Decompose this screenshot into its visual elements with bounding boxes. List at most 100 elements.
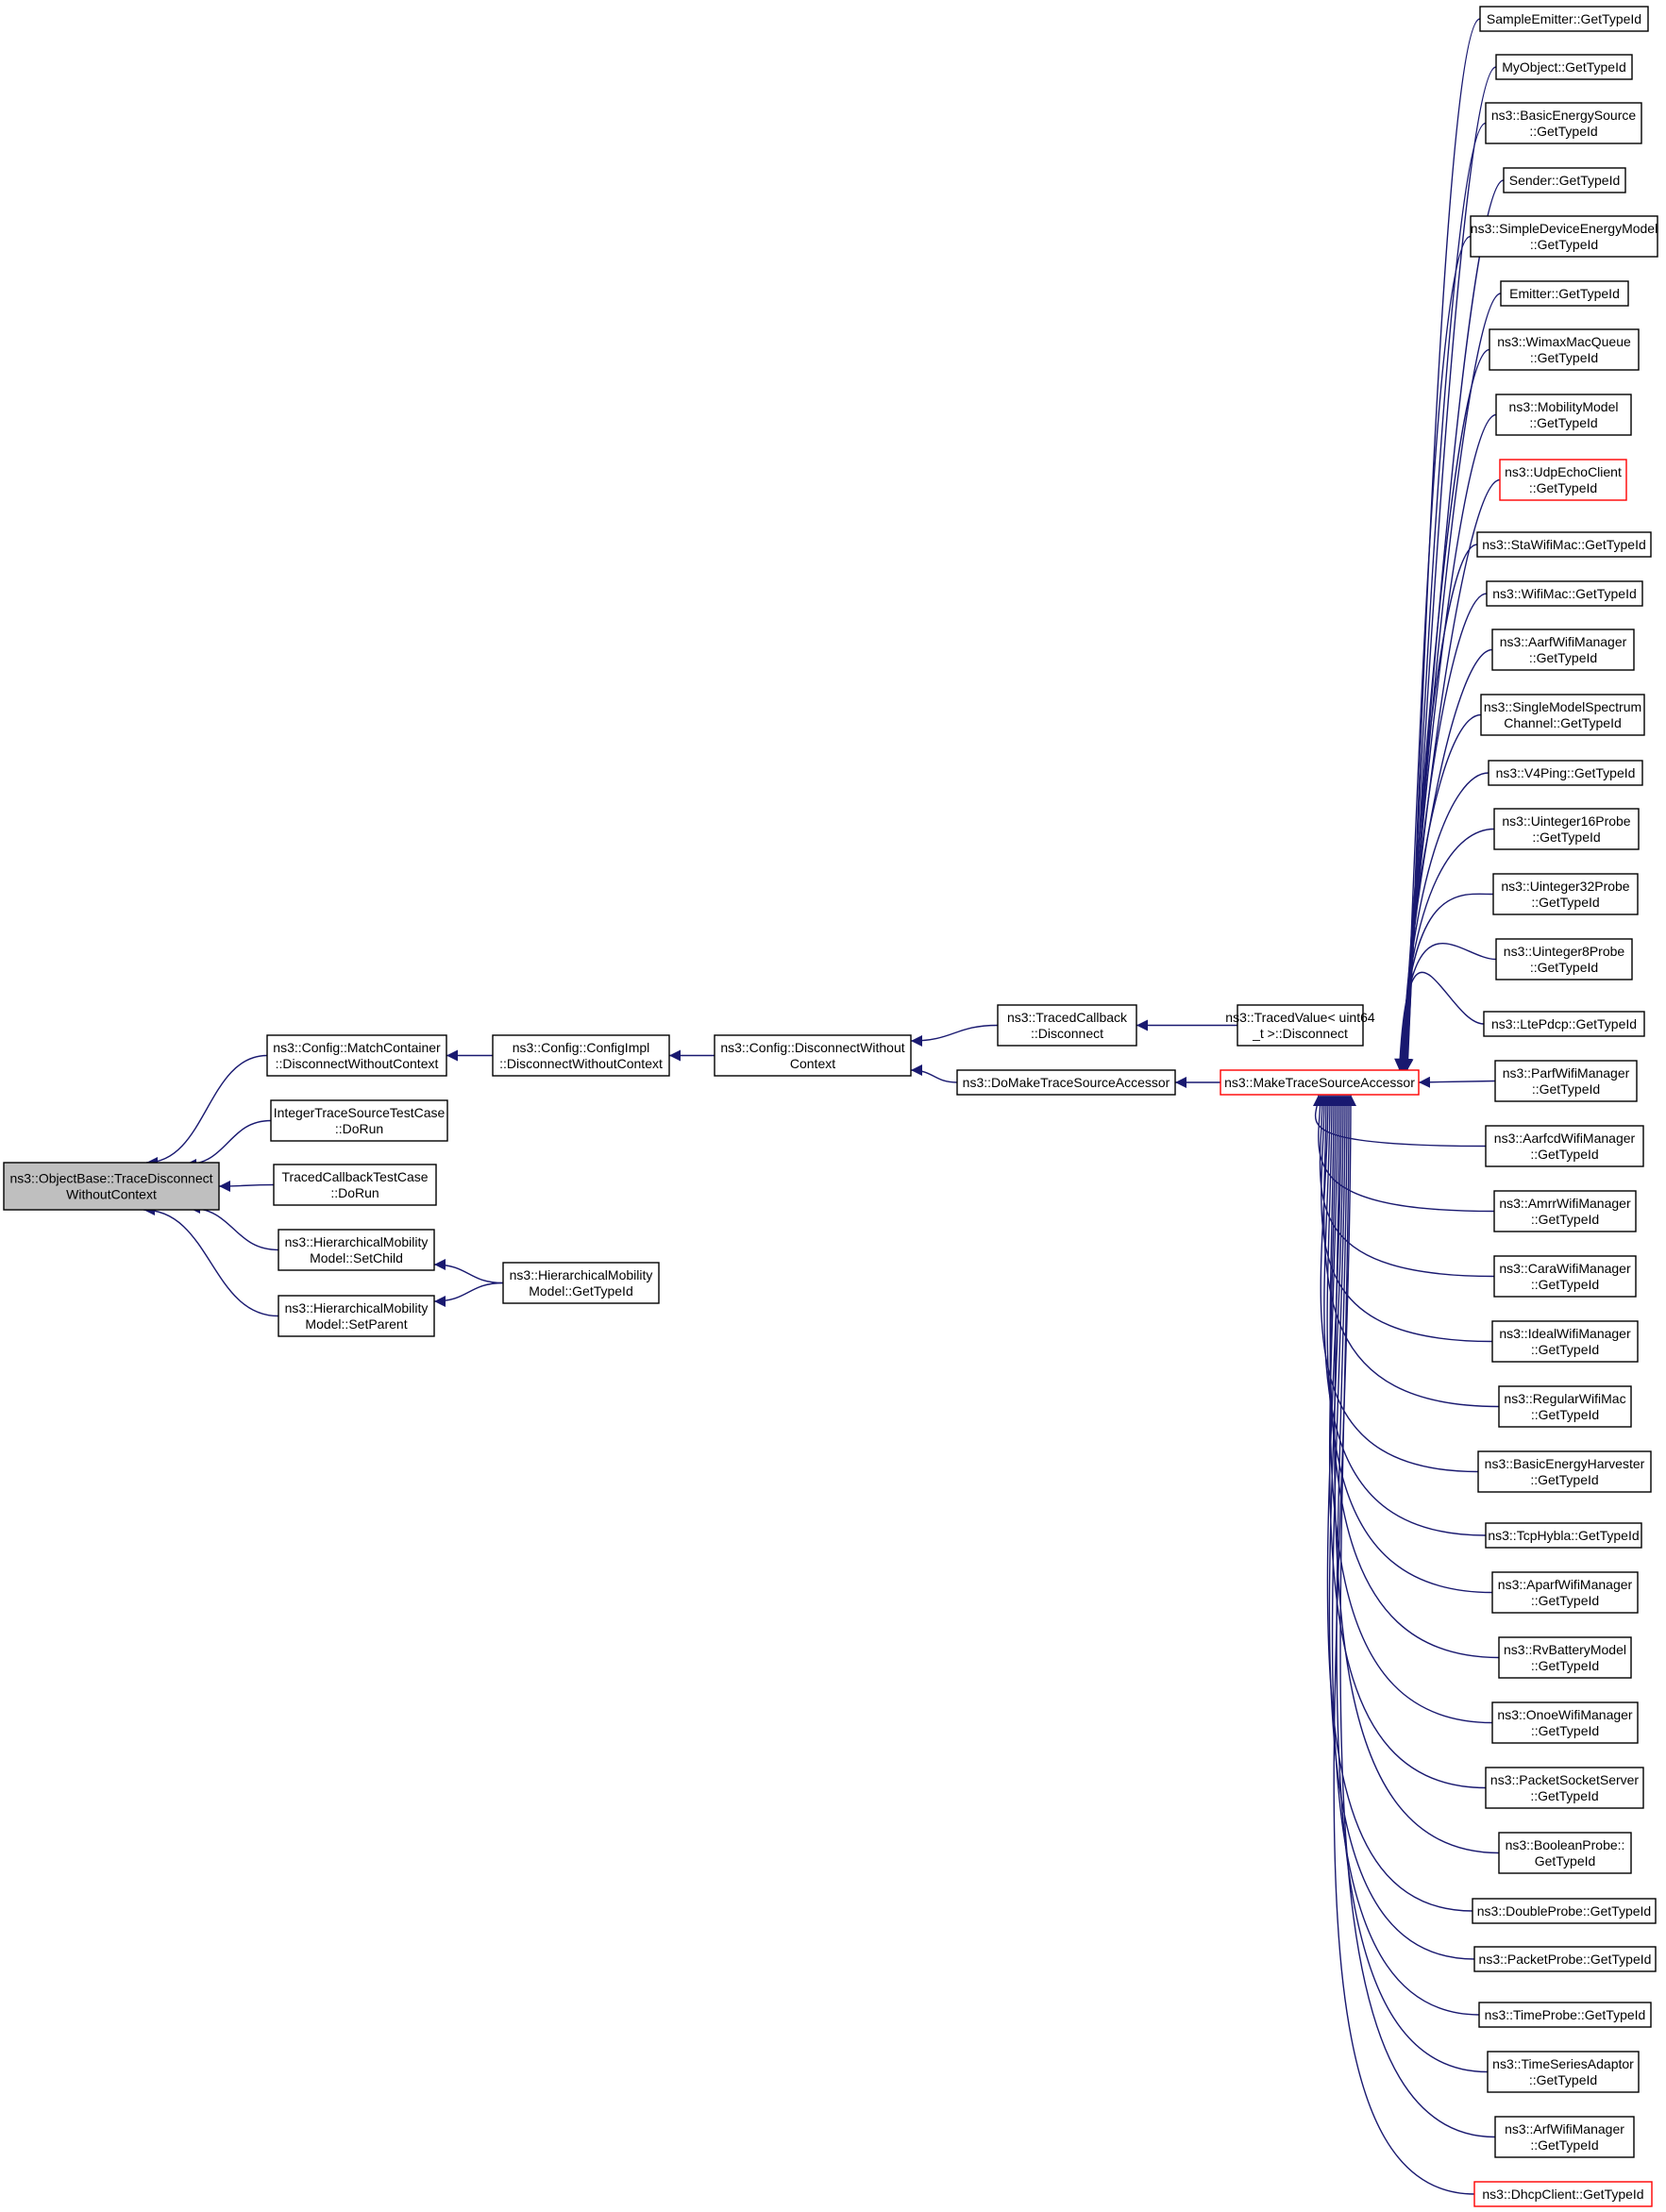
node-caller-27[interactable]: ns3::RvBatteryModel::GetTypeId [1498,1636,1632,1679]
node-label: ns3::TracedValue< uint64 [1225,1010,1375,1025]
node-box [502,1262,660,1304]
edge-caller-9 [1398,544,1478,1071]
node-tracedcallback[interactable]: ns3::TracedCallback::Disconnect [997,1004,1137,1047]
node-label: Model::SetParent [305,1316,407,1332]
node-configdisconnect[interactable]: ns3::Config::DisconnectWithoutContext [714,1034,912,1077]
node-caller-12[interactable]: ns3::SingleModelSpectrumChannel::GetType… [1480,694,1645,736]
node-label: ::DisconnectWithoutContext [276,1056,439,1071]
edge-caller-5 [1400,293,1502,1071]
node-label: ns3::HierarchicalMobility [510,1267,653,1282]
node-label: ::GetTypeId [1532,830,1600,845]
node-caller-24[interactable]: ns3::BasicEnergyHarvester::GetTypeId [1477,1450,1652,1493]
node-caller-23[interactable]: ns3::RegularWifiMac::GetTypeId [1498,1385,1632,1428]
node-caller-14[interactable]: ns3::Uinteger16Probe::GetTypeId [1493,808,1640,850]
node-label: ::GetTypeId [1530,2137,1598,2153]
node-caller-30[interactable]: ns3::BooleanProbe::GetTypeId [1498,1832,1632,1874]
node-box [1495,54,1633,80]
node-caller-36[interactable]: ns3::DhcpClient::GetTypeId [1473,2181,1653,2207]
node-label: ::GetTypeId [1530,1472,1598,1487]
node-box [1495,938,1633,980]
node-root[interactable]: ns3::ObjectBase::TraceDisconnectWithoutC… [3,1162,220,1211]
node-label: ns3::Uinteger32Probe [1501,879,1629,894]
node-box [278,1295,435,1337]
node-box [1485,1767,1644,1809]
node-configimpl[interactable]: ns3::Config::ConfigImpl::DisconnectWitho… [492,1034,670,1077]
node-box [1470,215,1658,258]
node-box [1473,1946,1657,1972]
node-box [1478,2002,1652,2028]
node-box [1479,6,1649,32]
node-label: ns3::AarfWifiManager [1500,634,1627,649]
node-caller-19[interactable]: ns3::AarfcdWifiManager::GetTypeId [1485,1125,1644,1167]
node-caller-10[interactable]: ns3::WifiMac::GetTypeId [1486,580,1643,607]
node-caller-31[interactable]: ns3::DoubleProbe::GetTypeId [1472,1898,1657,1924]
node-caller-0[interactable]: SampleEmitter::GetTypeId [1479,6,1649,32]
node-label: MyObject::GetTypeId [1502,59,1626,75]
node-caller-1[interactable]: MyObject::GetTypeId [1495,54,1633,80]
edge-caller-31 [1326,1094,1473,1912]
node-caller-34[interactable]: ns3::TimeSeriesAdaptor::GetTypeId [1487,2051,1640,2093]
node-tracedvalue[interactable]: ns3::TracedValue< uint64_t >::Disconnect [1225,1004,1375,1047]
node-caller-22[interactable]: ns3::IdealWifiManager::GetTypeId [1491,1320,1639,1363]
node-box [1489,328,1640,371]
node-caller-5[interactable]: Emitter::GetTypeId [1500,280,1629,307]
node-caller-3[interactable]: Sender::GetTypeId [1503,167,1626,193]
node-caller-15[interactable]: ns3::Uinteger32Probe::GetTypeId [1492,873,1639,915]
node-box [1480,694,1645,736]
node-caller-8[interactable]: ns3::UdpEchoClient::GetTypeId [1499,459,1627,501]
node-label: ns3::Uinteger16Probe [1502,813,1630,829]
node-label: ns3::TcpHybla::GetTypeId [1488,1528,1639,1543]
node-domake[interactable]: ns3::DoMakeTraceSourceAccessor [956,1069,1176,1096]
node-caller-4[interactable]: ns3::SimpleDeviceEnergyModel::GetTypeId [1470,215,1658,258]
node-tracedcbtest[interactable]: TracedCallbackTestCase::DoRun [273,1164,437,1206]
node-box [1491,628,1635,671]
node-caller-29[interactable]: ns3::PacketSocketServer::GetTypeId [1485,1767,1644,1809]
node-caller-13[interactable]: ns3::V4Ping::GetTypeId [1488,760,1643,786]
node-caller-18[interactable]: ns3::ParfWifiManager::GetTypeId [1494,1060,1638,1102]
node-box [1503,167,1626,193]
node-box [1493,1190,1637,1232]
edge-caller-36 [1333,1094,1475,2195]
node-caller-33[interactable]: ns3::TimeProbe::GetTypeId [1478,2002,1652,2028]
node-caller-7[interactable]: ns3::MobilityModel::GetTypeId [1495,394,1632,436]
node-label: ns3::TimeSeriesAdaptor [1492,2056,1634,2071]
node-caller-17[interactable]: ns3::LtePdcp::GetTypeId [1483,1011,1645,1037]
edge-setparent-root [143,1204,279,1317]
node-caller-11[interactable]: ns3::AarfWifiManager::GetTypeId [1491,628,1635,671]
node-caller-25[interactable]: ns3::TcpHybla::GetTypeId [1485,1522,1642,1549]
edge-hiergettypeid-setchild [433,1259,504,1284]
node-label: ::Disconnect [1031,1026,1103,1041]
node-caller-28[interactable]: ns3::OnoeWifiManager::GetTypeId [1491,1701,1639,1744]
node-maketsa[interactable]: ns3::MakeTraceSourceAccessor [1220,1069,1420,1096]
node-integertest[interactable]: IntegerTraceSourceTestCase::DoRun [270,1099,448,1142]
node-box [273,1164,437,1206]
node-label: Context [790,1056,835,1071]
node-matchcontainer[interactable]: ns3::Config::MatchContainer::DisconnectW… [266,1034,447,1077]
node-label: ::GetTypeId [1530,1788,1598,1803]
node-caller-26[interactable]: ns3::AparfWifiManager::GetTypeId [1491,1571,1639,1614]
node-box [1500,280,1629,307]
node-label: ::GetTypeId [1531,1723,1599,1738]
node-setparent[interactable]: ns3::HierarchicalMobilityModel::SetParen… [278,1295,435,1337]
node-caller-9[interactable]: ns3::StaWifiMac::GetTypeId [1476,531,1652,558]
node-label: ns3::HierarchicalMobility [285,1234,429,1249]
node-label: ::DoRun [335,1121,383,1136]
node-box [3,1162,220,1211]
node-label: ns3::AparfWifiManager [1498,1577,1633,1592]
node-label: ns3::Config::MatchContainer [273,1040,441,1055]
node-caller-21[interactable]: ns3::CaraWifiManager::GetTypeId [1493,1255,1637,1298]
node-label: ns3::ParfWifiManager [1503,1065,1630,1081]
node-hiergettypeid[interactable]: ns3::HierarchicalMobilityModel::GetTypeI… [502,1262,660,1304]
node-box [1483,1011,1645,1037]
node-label: Channel::GetTypeId [1504,715,1622,730]
node-caller-35[interactable]: ns3::ArfWifiManager::GetTypeId [1494,2116,1635,2158]
node-box [956,1069,1176,1096]
node-caller-16[interactable]: ns3::Uinteger8Probe::GetTypeId [1495,938,1633,980]
node-caller-20[interactable]: ns3::AmrrWifiManager::GetTypeId [1493,1190,1637,1232]
node-caller-6[interactable]: ns3::WimaxMacQueue::GetTypeId [1489,328,1640,371]
node-caller-2[interactable]: ns3::BasicEnergySource::GetTypeId [1485,102,1642,144]
node-label: ::GetTypeId [1531,1593,1599,1608]
node-box [1493,808,1640,850]
node-caller-32[interactable]: ns3::PacketProbe::GetTypeId [1473,1946,1657,1972]
